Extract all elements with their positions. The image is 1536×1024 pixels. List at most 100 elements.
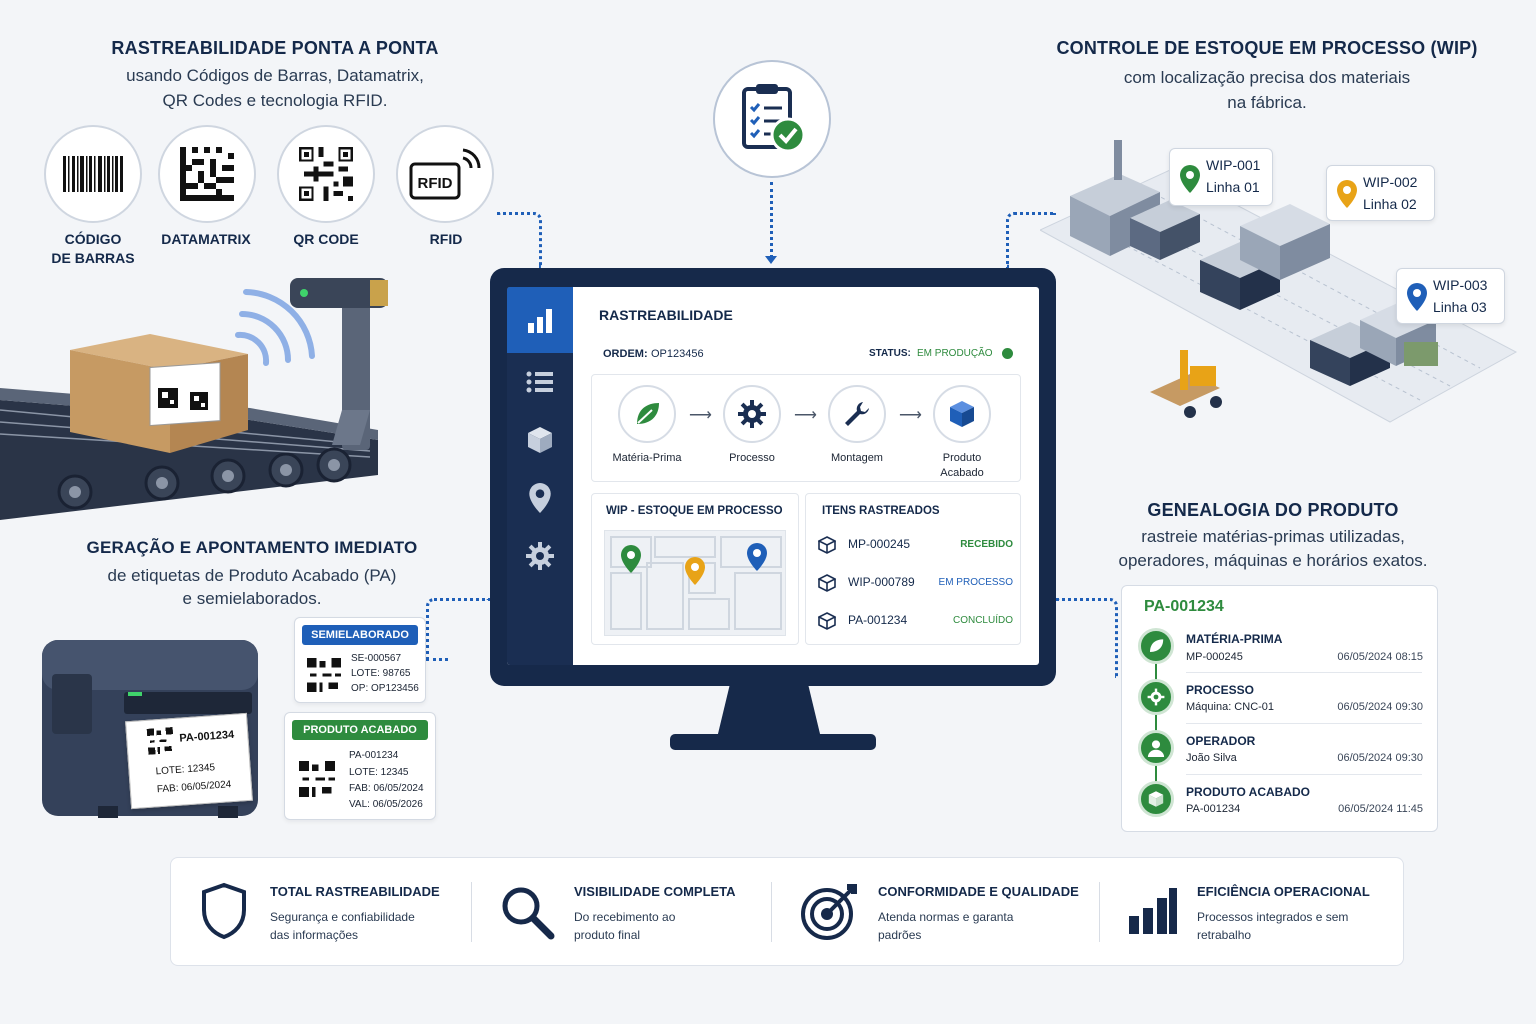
genealogy-event-icon bbox=[1138, 628, 1174, 664]
magnifier-icon bbox=[502, 887, 555, 940]
leaf-icon bbox=[1150, 639, 1164, 652]
arrow-right-icon: ⟶ bbox=[899, 407, 922, 424]
tracked-item-row[interactable]: PA-001234 CONCLUÍDO bbox=[818, 610, 1013, 640]
printed-label-fab: FAB: 06/05/2024 bbox=[156, 779, 232, 796]
bar-chart-icon bbox=[1129, 888, 1177, 934]
rfid-icon-text: RFID bbox=[418, 175, 453, 192]
wip-location-code: WIP-002 bbox=[1363, 174, 1418, 190]
flow-step-process[interactable] bbox=[723, 385, 781, 443]
map-pin-icon bbox=[1180, 165, 1200, 193]
labels-subtitle-2: e semielaborados. bbox=[182, 589, 322, 608]
flow-step-assembly[interactable] bbox=[828, 385, 886, 443]
labels-title: GERAÇÃO E APONTAMENTO IMEDIATO bbox=[86, 538, 418, 557]
genealogy-event-date: 06/05/2024 09:30 bbox=[1337, 701, 1423, 713]
barcode-label-2: DE BARRAS bbox=[51, 250, 135, 266]
benefits-bar: TOTAL RASTREABILIDADE Segurança e confia… bbox=[170, 857, 1404, 966]
flow-step-raw-material[interactable] bbox=[618, 385, 676, 443]
wip-location-2[interactable]: WIP-002 Linha 02 bbox=[1326, 165, 1435, 221]
divider bbox=[1186, 774, 1422, 775]
monitor-neck bbox=[717, 686, 821, 738]
wip-mini-map[interactable] bbox=[604, 530, 786, 636]
qr-code-icon bbox=[307, 658, 341, 692]
map-pin-icon bbox=[529, 483, 551, 513]
sidebar-item-list[interactable] bbox=[507, 353, 573, 411]
printed-label-code: PA-001234 bbox=[178, 728, 235, 745]
map-pin-icon bbox=[1337, 180, 1357, 208]
sidebar-item-settings[interactable] bbox=[507, 527, 573, 585]
wrench-icon bbox=[845, 402, 869, 426]
gear-icon bbox=[738, 400, 766, 428]
clipboard-check-icon bbox=[742, 84, 806, 153]
benefit-line-1: Segurança e confiabilidade bbox=[270, 910, 415, 924]
benefit-line-2: padrões bbox=[878, 928, 922, 942]
cube-outline-icon bbox=[818, 536, 836, 554]
genealogy-event-icon bbox=[1138, 679, 1174, 715]
app-sidebar bbox=[507, 287, 573, 665]
genealogy-card: PA-001234 MATÉRIA-PRIMA MP-000245 06/05/… bbox=[1121, 585, 1438, 832]
tracked-item-code: PA-001234 bbox=[848, 613, 908, 627]
labels-subtitle-1: de etiquetas de Produto Acabado (PA) bbox=[107, 566, 397, 585]
qr-code-icon bbox=[299, 761, 335, 797]
app-title: RASTREABILIDADE bbox=[599, 307, 733, 323]
flow-step-label-1: Produto bbox=[942, 452, 982, 464]
genealogy-event-detail: PA-001234 bbox=[1186, 803, 1241, 815]
datamatrix-circle bbox=[158, 125, 256, 223]
wip-title: CONTROLE DE ESTOQUE EM PROCESSO (WIP) bbox=[1056, 38, 1478, 58]
flow-step-label: Montagem bbox=[831, 452, 883, 464]
finished-product-label-card[interactable]: PRODUTO ACABADO PA-001234 LOTE: 12345 FA… bbox=[284, 712, 436, 820]
divider bbox=[471, 882, 472, 942]
genealogy-subtitle-2: operadores, máquinas e horários exatos. bbox=[1118, 551, 1428, 570]
wip-panel: WIP - ESTOQUE EM PROCESSO bbox=[591, 493, 799, 645]
benefit-title: CONFORMIDADE E QUALIDADE bbox=[878, 884, 1079, 899]
benefit-title: TOTAL RASTREABILIDADE bbox=[270, 884, 440, 899]
barcode-circle bbox=[44, 125, 142, 223]
sidebar-item-dashboard[interactable] bbox=[507, 287, 573, 353]
divider bbox=[1099, 882, 1100, 942]
sidebar-item-location[interactable] bbox=[507, 469, 573, 527]
flow-step-finished-product[interactable] bbox=[933, 385, 991, 443]
divider bbox=[771, 882, 772, 942]
sidebar-item-inventory[interactable] bbox=[507, 411, 573, 469]
connector-right-bottom bbox=[1056, 598, 1118, 678]
benefit-line-1: Do recebimento ao bbox=[574, 910, 676, 924]
status-value: EM PRODUÇÃO bbox=[917, 348, 993, 359]
benefit-item: CONFORMIDADE E QUALIDADE Atenda normas e… bbox=[771, 858, 1099, 967]
wip-location-3[interactable]: WIP-003 Linha 03 bbox=[1396, 268, 1505, 324]
list-icon bbox=[526, 371, 553, 393]
semi-finished-label-card[interactable]: SEMIELABORADO SE-000567 LOTE: 98765 OP: … bbox=[294, 617, 426, 703]
map-pin-icon bbox=[1407, 283, 1427, 311]
genealogy-event-detail: João Silva bbox=[1186, 752, 1237, 764]
map-pin-icon bbox=[621, 545, 641, 573]
benefit-item: EFICIÊNCIA OPERACIONAL Processos integra… bbox=[1099, 858, 1405, 967]
clipboard-circle bbox=[713, 60, 831, 178]
genealogy-event-title: PRODUTO ACABADO bbox=[1186, 785, 1311, 799]
semi-finished-op: OP: OP123456 bbox=[351, 683, 419, 694]
tracked-item-row[interactable]: WIP-000789 EM PROCESSO bbox=[818, 572, 1013, 602]
wip-location-1[interactable]: WIP-001 Linha 01 bbox=[1169, 148, 1273, 206]
genealogy-subtitle-1: rastreie matérias-primas utilizadas, bbox=[1141, 527, 1405, 546]
connector-top bbox=[770, 182, 773, 258]
finished-product-lote: LOTE: 12345 bbox=[349, 767, 409, 778]
status-indicator bbox=[1002, 348, 1013, 359]
shield-icon bbox=[202, 882, 246, 940]
printed-label: PA-001234 LOTE: 12345 FAB: 06/05/2024 bbox=[125, 712, 253, 810]
wip-panel-title: WIP - ESTOQUE EM PROCESSO bbox=[606, 505, 783, 517]
barcode-icon bbox=[63, 156, 123, 192]
flow-step-label-2: Acabado bbox=[940, 467, 984, 479]
cube-outline-icon bbox=[818, 574, 836, 592]
connector-left-top bbox=[497, 212, 542, 268]
tracked-item-row[interactable]: MP-000245 RECEBIDO bbox=[818, 534, 1013, 564]
flow-step-label: Matéria-Prima bbox=[612, 452, 682, 464]
genealogy-product-code: PA-001234 bbox=[1144, 598, 1224, 615]
floor-plan bbox=[610, 536, 782, 630]
cube-icon bbox=[528, 427, 552, 453]
barcode-label-1: CÓDIGO bbox=[64, 231, 122, 247]
tracked-items-panel: ITENS RASTREADOS MP-000245 RECEBIDO WIP-… bbox=[805, 493, 1021, 645]
cube-icon bbox=[1148, 791, 1164, 807]
divider bbox=[1186, 672, 1422, 673]
benefit-title: VISIBILIDADE COMPLETA bbox=[574, 884, 736, 899]
wip-location-line: Linha 01 bbox=[1206, 179, 1260, 195]
wip-location-code: WIP-001 bbox=[1206, 157, 1261, 173]
tracked-item-code: WIP-000789 bbox=[848, 575, 915, 589]
divider bbox=[1186, 723, 1422, 724]
